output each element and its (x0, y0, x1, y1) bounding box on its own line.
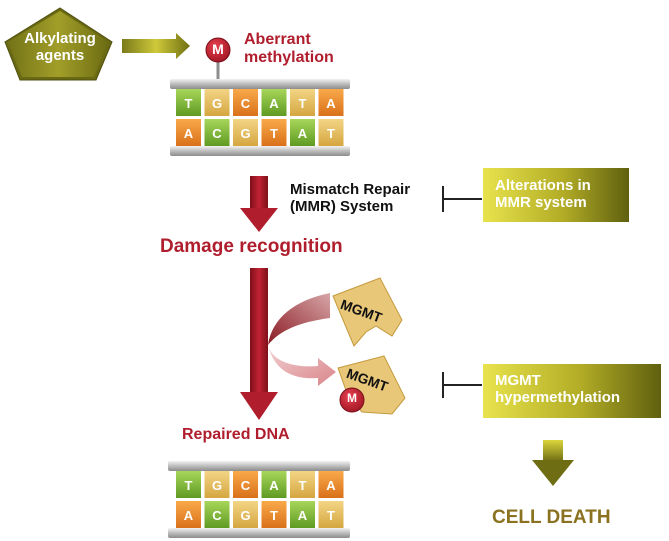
alkylating-arrow (122, 33, 190, 59)
dna-bottom-bottom-base-3 (261, 501, 287, 528)
dna-bottom-top-letter-5: A (326, 478, 336, 493)
red-arrow-repair (240, 268, 278, 420)
dna-bottom-top-letter-4: T (299, 478, 307, 493)
dna-bottom-bottom-letter-2: G (240, 508, 250, 523)
damage-recognition-label: Damage recognition (160, 236, 343, 257)
dna-top-top-base-4 (290, 89, 315, 116)
curve-dark (268, 293, 330, 345)
aberrant-methylation-label: Aberrant methylation (244, 31, 334, 68)
mmr-line2: (MMR) System (290, 198, 394, 216)
dna-top-top-letter-2: C (241, 96, 251, 111)
dna-top-top-letter-0: T (185, 96, 193, 111)
inhibitor-mmr (442, 186, 482, 212)
dna-bottom-bottom-base-1 (204, 501, 230, 528)
dna-top-top-letter-4: T (299, 96, 307, 111)
dna-top-bottom-letter-2: G (240, 126, 250, 141)
methyl-ball (205, 37, 231, 63)
aberrant-line2: methylation (244, 49, 334, 67)
red-arrow-mmr (240, 176, 278, 232)
dna-bottom-bottom-base-0 (176, 501, 201, 528)
alterations-line1: Alterations in (495, 177, 591, 194)
hypermethylation-box-label: MGMT hypermethylation (495, 372, 620, 407)
aberrant-line1: Aberrant (244, 31, 311, 48)
dna-bottom-bottom-base-5 (318, 501, 344, 528)
dna-top-top-base-2 (233, 89, 258, 116)
alterations-box-label: Alterations in MMR system (495, 177, 591, 212)
dna-bottom-top-base-1 (204, 471, 230, 498)
cell-death-label: CELL DEATH (492, 507, 611, 528)
dna-top-bottom-base-4 (290, 119, 315, 146)
mgmt-free-shape (332, 277, 403, 347)
dna-top-top-letter-3: A (269, 96, 279, 111)
alterations-line2: MMR system (495, 194, 587, 212)
dna-top-top-base-3 (261, 89, 287, 116)
dna-top-rail-upper (170, 79, 350, 89)
dna-top-bottom-letter-0: A (184, 126, 194, 141)
dna-top-top-letter-5: A (326, 96, 336, 111)
dna-bottom-bottom-letter-0: A (184, 508, 194, 523)
mgmt-bound-methyl-label: M (347, 391, 357, 405)
dna-top-bottom-letter-4: A (298, 126, 308, 141)
dna-top-top-letter-1: G (212, 96, 222, 111)
dna-top-bottom-base-1 (204, 119, 230, 146)
dna-bottom-top-base-5 (318, 471, 344, 498)
alkylating-label-line1: Alkylating (24, 30, 96, 47)
dna-bottom-top-base-2 (233, 471, 258, 498)
dna-top-top-base-5 (318, 89, 344, 116)
dna-bottom-top-letter-3: A (269, 478, 279, 493)
dna-bottom-bottom-base-2 (233, 501, 258, 528)
dna-top-bottom-letter-5: T (327, 126, 335, 141)
dna-bottom-rail-upper (168, 461, 350, 471)
hyper-line2: hypermethylation (495, 389, 621, 407)
hyper-line1: MGMT (495, 372, 541, 389)
methyl-mark-label: M (212, 41, 224, 57)
alkylating-pentagon-highlight (8, 11, 108, 77)
dna-top-top-base-1 (204, 89, 230, 116)
dna-bottom-top-base-0 (176, 471, 201, 498)
dna-bottom-top-base-4 (290, 471, 315, 498)
dna-top-bottom-base-0 (176, 119, 201, 146)
inhibitor-mgmt (442, 372, 482, 398)
mmr-line1: Mismatch Repair (290, 181, 411, 198)
curve-light (268, 345, 336, 386)
dna-bottom-bottom-base-4 (290, 501, 315, 528)
dna-bottom-top-letter-0: T (185, 478, 193, 493)
alterations-box (483, 168, 629, 222)
dna-top-rail-lower (170, 146, 350, 156)
dna-bottom-bottom-letter-4: A (298, 508, 308, 523)
dna-top-bottom-base-3 (261, 119, 287, 146)
dna-top-bottom-letter-3: T (270, 126, 278, 141)
dna-top-bottom-base-2 (233, 119, 258, 146)
mgmt-bound-methyl (339, 387, 365, 413)
repaired-dna-label: Repaired DNA (182, 426, 290, 443)
dna-bottom-top-base-3 (261, 471, 287, 498)
dna-bottom-bottom-letter-1: C (212, 508, 222, 523)
dna-top-bottom-letter-1: C (212, 126, 222, 141)
dna-top-bottom-base-5 (318, 119, 344, 146)
dna-bottom-bottom-letter-3: T (270, 508, 278, 523)
alkylating-label-line2: agents (35, 47, 85, 65)
dna-bottom-rail-lower (168, 528, 350, 538)
dna-bottom-top-letter-2: C (241, 478, 251, 493)
cell-death-arrow (532, 440, 574, 486)
dna-top-top-base-0 (176, 89, 201, 116)
mmr-label: Mismatch Repair (MMR) System (290, 181, 410, 216)
hypermethylation-box (483, 364, 661, 418)
dna-bottom-bottom-letter-5: T (327, 508, 335, 523)
alkylating-label: Alkylating agents (18, 30, 102, 65)
dna-bottom-top-letter-1: G (212, 478, 222, 493)
